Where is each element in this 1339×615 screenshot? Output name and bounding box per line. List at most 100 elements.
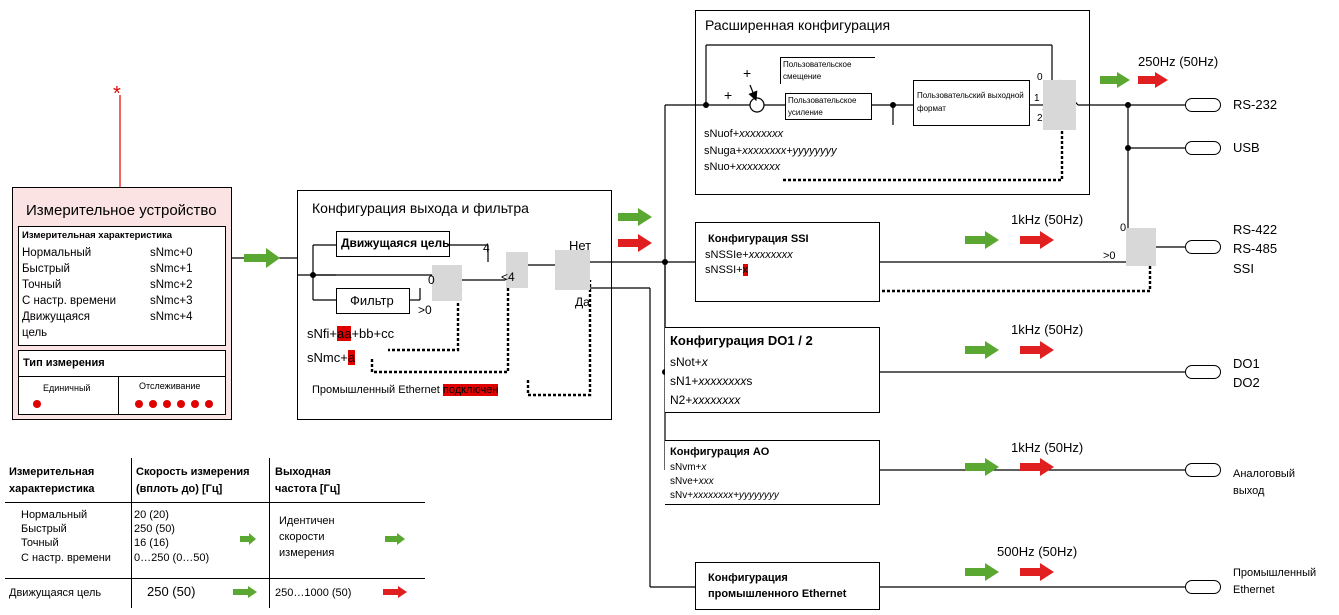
table-header: характеристика [9, 483, 95, 495]
port-ethernet [1185, 580, 1221, 594]
out-do1: DO1 [1233, 356, 1260, 371]
table-header: Выходная [275, 466, 331, 478]
red-arrow-icon [1020, 563, 1054, 581]
char-row-cmd: sNmc+0 [150, 247, 193, 259]
ethernet-title-2: промышленного Ethernet [708, 588, 847, 600]
cmd-nv: sNv+xxxxxxxx+yyyyyyyy [670, 490, 779, 501]
single-dot-icon [33, 400, 41, 408]
table-rate: 20 (20) [134, 509, 169, 521]
switch-bg [555, 250, 590, 290]
table-rate: 16 (16) [134, 537, 169, 549]
green-arrow-icon [1100, 72, 1130, 88]
green-arrow-icon [965, 458, 999, 476]
type-header: Тип измерения [23, 357, 105, 369]
table-name: Нормальный [21, 509, 88, 521]
filter-label: Фильтр [350, 293, 394, 308]
switch-label-0: 0 [1120, 222, 1127, 234]
ssi-config-box [695, 222, 880, 302]
freq-do: 1kHz (50Hz) [1011, 322, 1084, 337]
table-header: (вплоть до) [Гц] [136, 483, 223, 495]
table-name: Точный [21, 537, 59, 549]
cmd-nuof: sNuof+xxxxxxxx [704, 128, 784, 140]
green-arrow-icon [233, 586, 257, 598]
cmd-nvm: sNvm+x [670, 462, 707, 473]
characteristic-header: Измерительная характеристика [22, 230, 173, 241]
char-row-cmd: sNmc+2 [150, 279, 193, 291]
green-arrow-icon [240, 533, 256, 545]
port-analog [1185, 463, 1221, 477]
switch-label-0: 0 [428, 273, 435, 287]
freq-ssi: 1kHz (50Hz) [1011, 212, 1084, 227]
port-rs422 [1185, 240, 1221, 254]
table-header: частота [Гц] [275, 483, 341, 495]
gain-label: Пользовательское усиление [788, 96, 857, 117]
char-row-label: С настр. времени [22, 295, 117, 307]
cmd-nve: sNve+xxx [670, 476, 714, 487]
out-eth-2: Ethernet [1233, 584, 1275, 596]
red-arrow-icon [383, 586, 407, 598]
plus-sign: + [724, 87, 733, 103]
char-row-label: Точный [22, 279, 62, 291]
red-arrow-icon [1020, 341, 1054, 359]
out-analog-2: выход [1233, 485, 1265, 497]
cmd-nssi: sNSSI+x [705, 264, 749, 276]
char-row-cmd: sNmc+4 [150, 311, 193, 323]
ethernet-title-1: Конфигурация [708, 572, 788, 584]
device-title: Измерительное устройство [26, 202, 217, 219]
switch-label-0: 0 [1037, 72, 1043, 83]
green-arrow-icon [244, 248, 280, 268]
moving-target-block [336, 231, 450, 257]
switch-label-yes: Да [575, 295, 590, 309]
switch-label-no: Нет [569, 238, 592, 253]
tracking-dot-icon [177, 400, 185, 408]
measuring-device-box: Измерительное устройство Измерительная х… [12, 187, 232, 420]
table-name: Быстрый [21, 523, 67, 535]
filter-block [336, 288, 410, 314]
laser-star-icon: * [113, 83, 121, 105]
table-out: измерения [279, 547, 335, 559]
tracking-dot-icon [149, 400, 157, 408]
filter-title: Конфигурация выхода и фильтра [312, 200, 529, 216]
char-row-label: Нормальный [22, 247, 92, 259]
red-arrow-icon [618, 234, 652, 252]
cmd-nssie: sNSSIe+xxxxxxxx [705, 249, 793, 261]
table-rate: 250 (50) [134, 523, 175, 535]
table-header: Измерительная [9, 466, 95, 478]
green-arrow-icon [965, 563, 999, 581]
port-do [1185, 365, 1221, 379]
ssi-title: Конфигурация SSI [708, 233, 809, 245]
format-block [913, 80, 1030, 126]
out-eth-1: Промышленный [1233, 567, 1317, 579]
cmd-not: sNot+x [670, 355, 708, 369]
switch-bg [1043, 80, 1076, 130]
format-label: Пользовательский выходной формат [917, 91, 1024, 113]
gain-block [785, 93, 872, 120]
tracking-dot-icon [163, 400, 171, 408]
advanced-config-box [695, 10, 1090, 195]
switch-label-1: 1 [1034, 93, 1040, 104]
offset-label: Пользовательское смещение [783, 60, 852, 81]
ao-title: Конфигурация AO [670, 446, 770, 458]
table-out: скорости [279, 531, 325, 543]
advanced-title: Расширенная конфигурация [705, 17, 891, 33]
green-arrow-icon [618, 208, 652, 226]
type-single: Единичный [43, 383, 91, 393]
freq-ao: 1kHz (50Hz) [1011, 440, 1084, 455]
freq-eth: 500Hz (50Hz) [997, 544, 1078, 559]
out-rs485: RS-485 [1233, 241, 1278, 256]
table-moving-name: Движущаяся цель [9, 587, 102, 599]
char-row-extra: цель [22, 327, 48, 339]
cmd-n1: sN1+xxxxxxxxs [670, 374, 753, 388]
port-rs232 [1185, 98, 1221, 112]
out-rs232: RS-232 [1233, 97, 1278, 112]
switch-bg [1126, 228, 1156, 266]
cmd-n2: N2+xxxxxxxx [670, 393, 741, 407]
red-arrow-icon [1138, 72, 1168, 88]
switch-label-2: 2 [1037, 113, 1043, 124]
switch-bg [432, 265, 462, 301]
char-row-label: Быстрый [22, 263, 70, 275]
red-arrow-icon [1020, 231, 1054, 249]
table-out: Идентичен [279, 515, 335, 527]
char-row-label: Движущаяся [22, 311, 90, 323]
cmd-nfi: sNfi+aa+bb+cc [307, 326, 395, 341]
